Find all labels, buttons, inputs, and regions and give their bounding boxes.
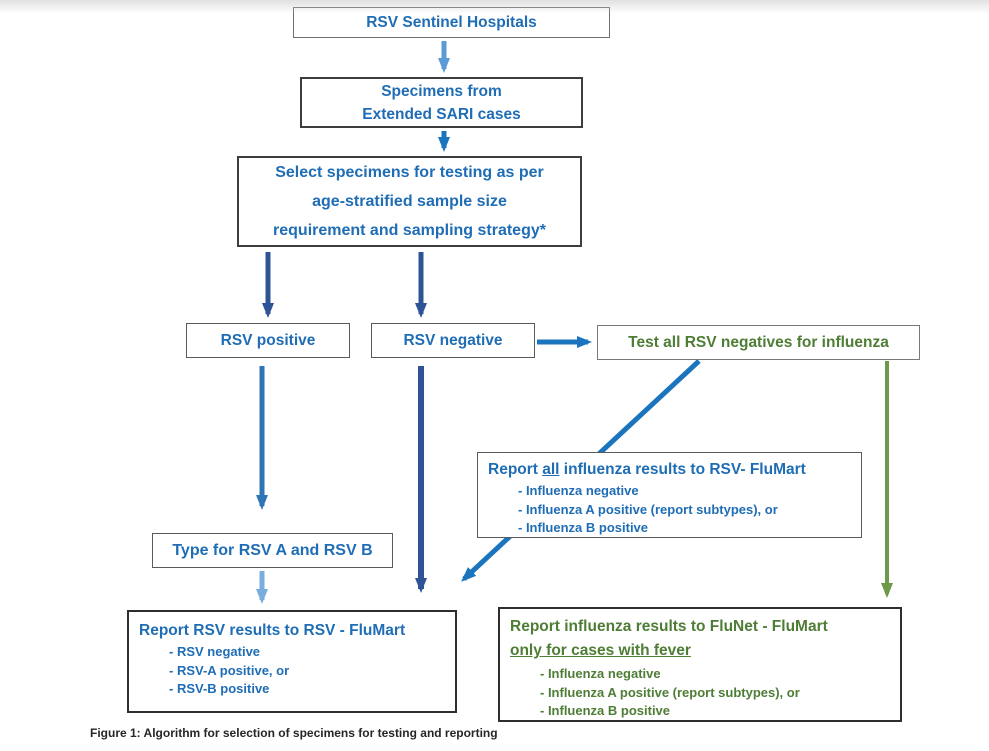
list-item: - Influenza A positive (report subtypes)…: [540, 684, 800, 700]
list-item: - Influenza negative: [518, 483, 639, 498]
node-line: Specimens from: [381, 82, 502, 100]
list-item: - RSV negative: [169, 644, 261, 659]
node-line: Extended SARI cases: [362, 105, 521, 123]
title-prefix: Report: [488, 461, 543, 478]
node-item-list: - RSV negative - RSV-A positive, or - RS…: [139, 643, 445, 699]
title-line-underlined: only for cases with fever: [510, 642, 691, 659]
list-item: - Influenza A positive (report subtypes)…: [518, 501, 778, 517]
title-suffix: influenza results to RSV- FluMart: [559, 461, 806, 478]
node-title: Report all influenza results to RSV- Flu…: [488, 459, 851, 480]
list-item: - Influenza B positive: [518, 520, 649, 535]
node-label: Test all RSV negatives for influenza: [628, 333, 889, 351]
list-item: - Influenza negative: [540, 666, 661, 681]
node-label: RSV Sentinel Hospitals: [366, 13, 537, 31]
node-rsv-negative: RSV negative: [371, 323, 535, 358]
node-label: RSV positive: [220, 331, 316, 349]
node-report-rsv-flumart: Report RSV results to RSV - FluMart - RS…: [127, 610, 457, 713]
node-rsv-positive: RSV positive: [186, 323, 350, 358]
node-label: RSV negative: [403, 331, 503, 349]
list-item: - RSV-A positive, or: [169, 662, 290, 678]
node-title: Report influenza results to FluNet - Flu…: [510, 615, 890, 663]
list-item: - Influenza B positive: [540, 703, 671, 718]
list-item: - RSV-B positive: [169, 681, 270, 696]
node-test-negatives-influenza: Test all RSV negatives for influenza: [597, 325, 920, 360]
node-label: Type for RSV A and RSV B: [172, 541, 373, 559]
node-report-influenza-flumart: Report all influenza results to RSV- Flu…: [477, 452, 862, 538]
node-specimens-extended-sari: Specimens from Extended SARI cases: [300, 77, 583, 128]
title-underlined-word: all: [542, 461, 560, 478]
title-line: Report influenza results to FluNet - Flu…: [510, 618, 828, 635]
node-line: requirement and sampling strategy*: [273, 222, 546, 239]
figure-caption: Figure 1: Algorithm for selection of spe…: [90, 726, 498, 740]
node-line: age-stratified sample size: [312, 193, 507, 210]
node-rsv-sentinel-hospitals: RSV Sentinel Hospitals: [293, 7, 610, 38]
node-item-list: - Influenza negative - Influenza A posit…: [488, 482, 851, 538]
node-item-list: - Influenza negative - Influenza A posit…: [510, 665, 890, 721]
node-title: Report RSV results to RSV - FluMart: [139, 622, 406, 639]
node-line: Select specimens for testing as per: [275, 164, 544, 181]
node-select-specimens: Select specimens for testing as per age-…: [237, 156, 582, 247]
node-report-flunet-flumart: Report influenza results to FluNet - Flu…: [498, 607, 902, 722]
node-type-rsv-a-b: Type for RSV A and RSV B: [152, 533, 393, 568]
